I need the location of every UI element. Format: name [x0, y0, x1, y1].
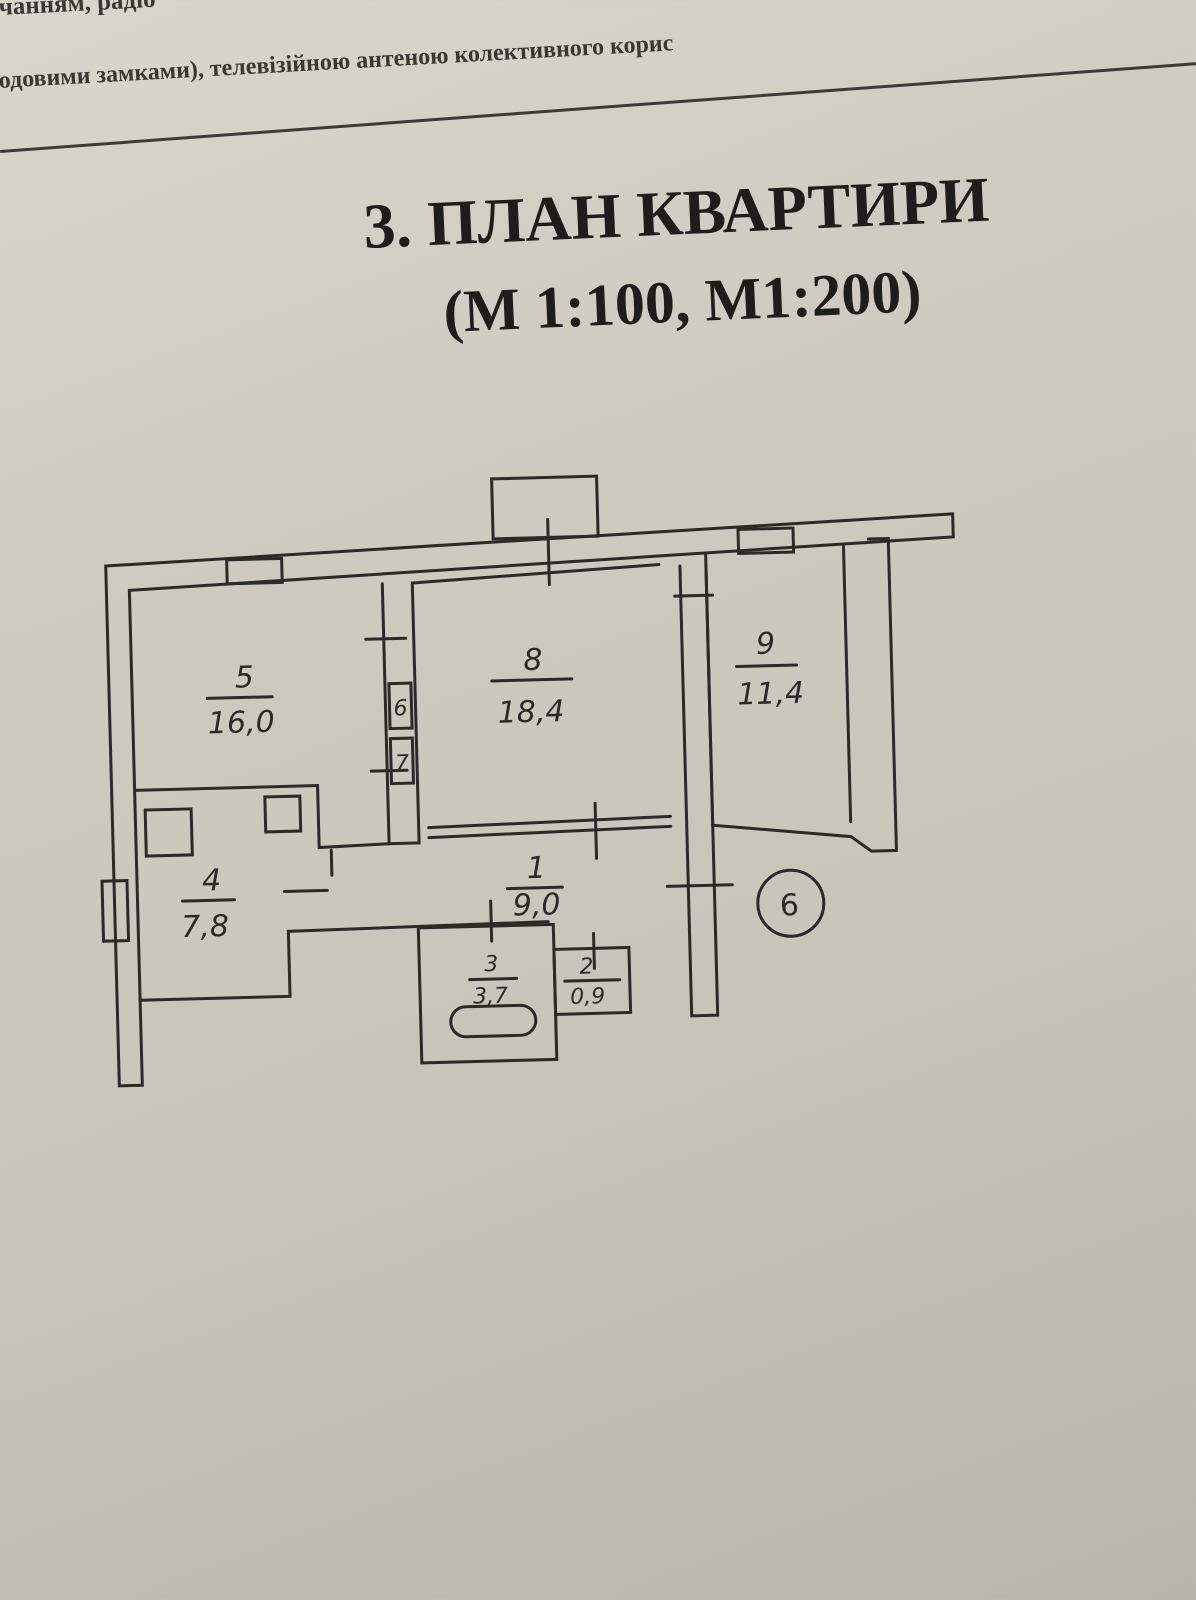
closet-7 — [388, 736, 416, 786]
room-5-label: 516,0 — [205, 660, 275, 742]
bathtub — [449, 1003, 538, 1039]
room-number: 5 — [234, 660, 254, 695]
partition-wall — [380, 563, 661, 846]
room-area: 3,7 — [473, 984, 509, 1010]
room-number: 3 — [484, 952, 499, 977]
closet-6-number: 6 — [393, 696, 408, 721]
room-3-label: 33,7 — [468, 952, 519, 1010]
room-number: 4 — [202, 863, 222, 898]
window — [225, 556, 284, 586]
apartment-marker-number: 6 — [779, 888, 799, 923]
room-area: 16,0 — [207, 705, 275, 742]
door-marks — [282, 517, 734, 970]
apartment-marker-circle — [756, 868, 826, 938]
room-area: 7,8 — [181, 909, 230, 945]
window — [736, 526, 796, 555]
room-8-label: 818,4 — [490, 643, 574, 731]
room-number: 2 — [579, 954, 594, 979]
stove — [143, 807, 194, 858]
outer-wall-north-west — [104, 512, 955, 1088]
room-area: 0,9 — [570, 984, 606, 1010]
wall — [841, 545, 853, 824]
sink — [263, 794, 303, 834]
closet-6 — [387, 681, 414, 731]
balcony — [490, 474, 600, 541]
window — [100, 879, 131, 943]
room-9-label: 911,4 — [735, 627, 805, 713]
partition-wall — [427, 814, 673, 840]
room-4-label: 47,8 — [181, 863, 237, 945]
room-1-label: 19,0 — [505, 851, 564, 923]
room-number: 1 — [526, 851, 546, 886]
room-number: 8 — [523, 643, 543, 678]
room-area: 11,4 — [737, 676, 805, 713]
closet-7-number: 7 — [395, 751, 410, 776]
room-number: 9 — [756, 627, 776, 662]
toilet-room-walls — [552, 945, 633, 1016]
partition-wall — [678, 563, 720, 1018]
room-2-label: 20,9 — [563, 954, 622, 1010]
room-area: 9,0 — [512, 887, 561, 923]
room-area: 18,4 — [497, 694, 565, 731]
